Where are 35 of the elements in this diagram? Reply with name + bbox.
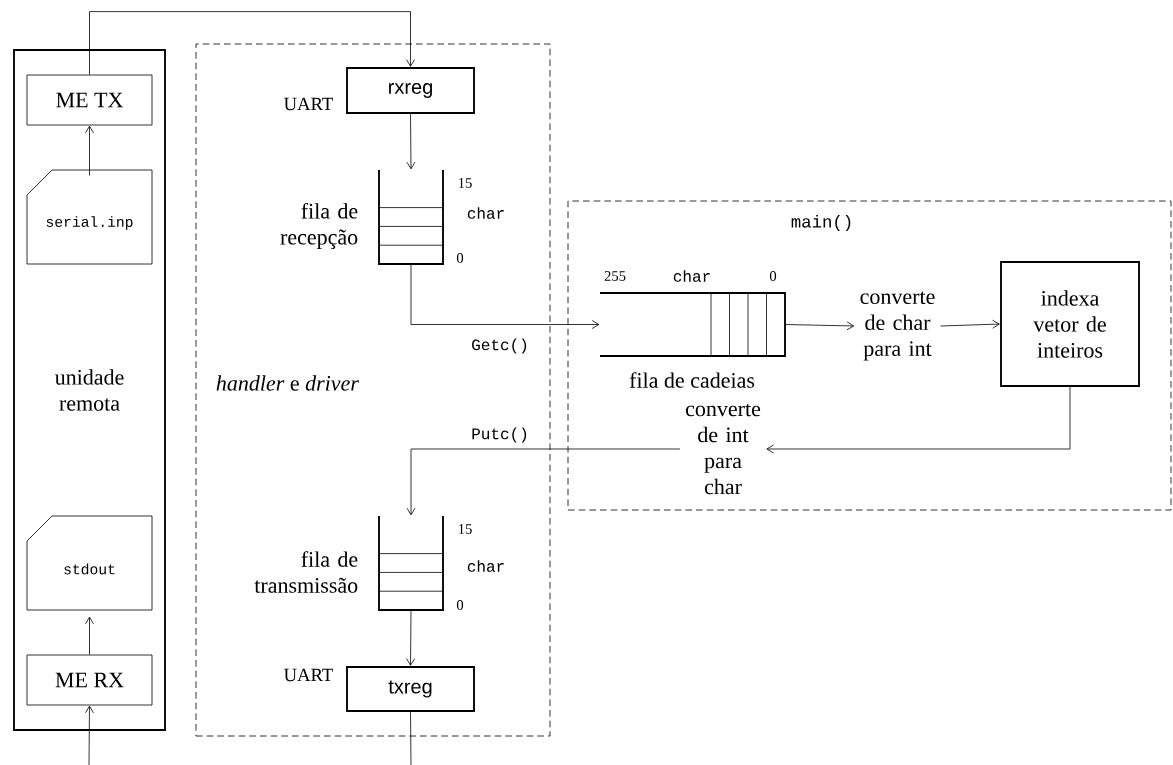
register-label: UART — [284, 668, 333, 682]
type-label: char — [673, 270, 710, 282]
process-box: ME TX — [26, 74, 153, 126]
arrow — [89, 11, 415, 75]
index-label: 0 — [769, 271, 777, 281]
index-label: 15 — [458, 178, 472, 188]
register-label: UART — [284, 97, 333, 111]
register-box: txreg — [346, 666, 475, 712]
index-label: 15 — [458, 524, 472, 534]
process-box: ME RX — [26, 654, 153, 706]
arrow — [766, 386, 1071, 454]
arrow — [85, 616, 94, 655]
arrow — [940, 319, 1000, 329]
queue-label: fila de recepção — [280, 202, 358, 250]
arrow — [406, 610, 415, 666]
step-text: converte de char para int — [860, 291, 935, 361]
index-label: 255 — [604, 271, 626, 281]
connector-line — [410, 711, 412, 765]
index-label: 0 — [456, 253, 464, 263]
arrow — [406, 113, 416, 170]
queue-label: fila de cadeias — [629, 372, 755, 388]
queue-label: fila de transmissão — [254, 551, 358, 593]
step-text: converte de int para char — [686, 403, 761, 495]
arrow — [406, 448, 681, 516]
arrow — [85, 125, 94, 176]
index-label: 0 — [456, 600, 464, 610]
arrow — [85, 705, 94, 765]
arrow — [410, 264, 600, 329]
edge-label: Putc() — [469, 426, 531, 444]
arrow — [785, 321, 855, 331]
edge-label: Getc() — [469, 337, 531, 355]
type-label: char — [467, 560, 504, 572]
register-box: rxreg — [346, 67, 475, 114]
process-box: indexa vetor de inteiros — [1000, 261, 1140, 387]
type-label: char — [467, 207, 504, 219]
